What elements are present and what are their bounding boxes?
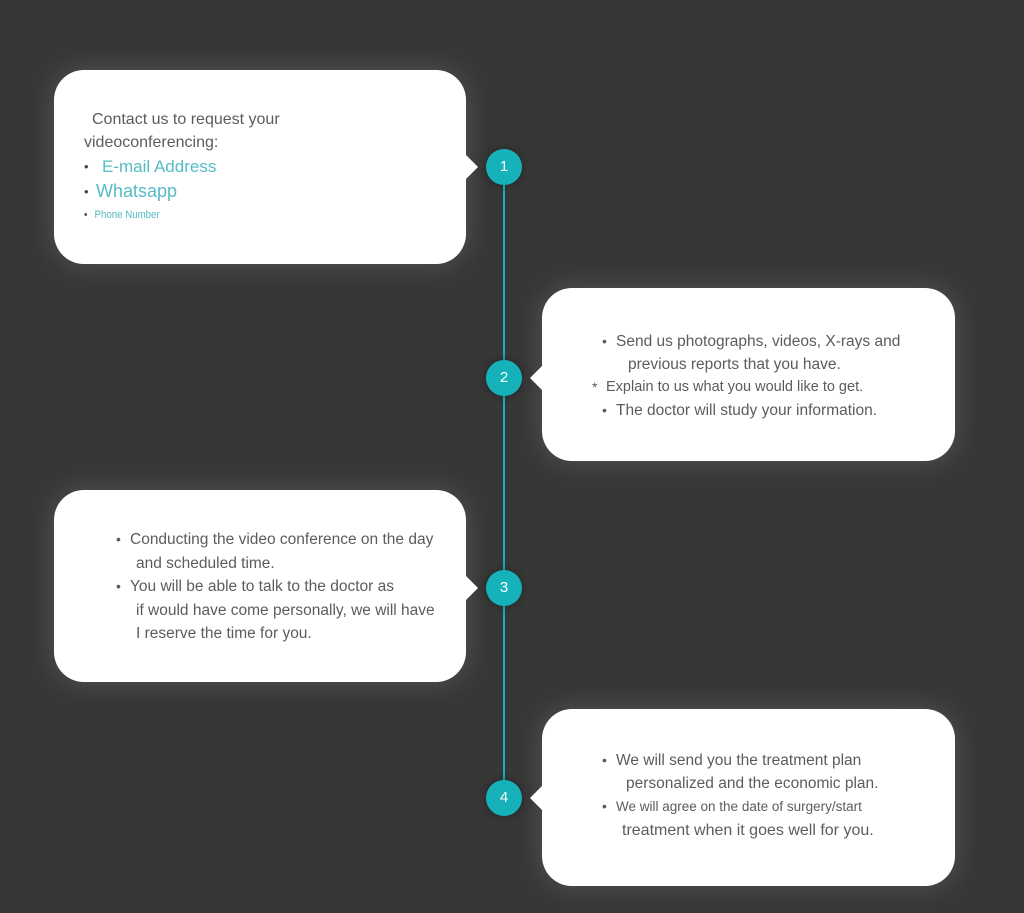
- list-item[interactable]: • Whatsapp: [84, 179, 466, 204]
- step-card-1[interactable]: Contact us to request your videoconferen…: [54, 70, 466, 264]
- step-1-lead: Contact us to request your videoconferen…: [84, 108, 466, 154]
- bullet-marker-icon: •: [116, 578, 121, 594]
- list-item-text: We will agree on the date of surgery/sta…: [616, 799, 862, 814]
- list-item[interactable]: • You will be able to talk to the doctor…: [116, 575, 466, 646]
- step-1-lead-line-2: videoconferencing:: [84, 134, 219, 151]
- list-item-text-continued: if would have come personally, we will h…: [136, 601, 435, 619]
- list-item-text: E-mail Address: [102, 157, 217, 176]
- step-node-2[interactable]: 2: [486, 360, 522, 396]
- list-item-text: Explain to us what you would like to get…: [606, 379, 864, 395]
- bullet-marker-icon: •: [602, 752, 607, 768]
- list-item-text: We will send you the treatment plan: [616, 752, 862, 769]
- step-2-pointer-icon: [530, 365, 543, 391]
- bullet-marker-icon: •: [602, 333, 607, 349]
- bullet-marker-icon: •: [84, 184, 89, 199]
- list-item[interactable]: • The doctor will study your information…: [602, 399, 955, 422]
- bullet-marker-icon: •: [602, 402, 607, 418]
- list-item-text-continued-2: I reserve the time for you.: [136, 625, 312, 642]
- bullet-marker-icon: •: [602, 798, 607, 814]
- list-item[interactable]: • Phone Number: [84, 204, 420, 226]
- bullet-marker-icon: •: [84, 159, 89, 174]
- list-item[interactable]: • We will send you the treatment plan pe…: [602, 749, 955, 795]
- step-1-pointer-icon: [465, 154, 478, 180]
- list-item-text-continued: treatment when it goes well for you.: [622, 822, 874, 839]
- list-item[interactable]: • We will agree on the date of surgery/s…: [602, 795, 955, 843]
- list-item-text: Send us photographs, videos, X-rays and: [616, 333, 901, 350]
- step-4-content: • We will send you the treatment plan pe…: [602, 749, 955, 843]
- list-item[interactable]: • Conducting the video conference on the…: [116, 528, 466, 575]
- list-item-text: Conducting the video conference on the d…: [130, 531, 434, 548]
- timeline-spine: [503, 182, 505, 798]
- bullet-marker-icon: •: [116, 531, 121, 547]
- step-3-content: • Conducting the video conference on the…: [116, 528, 466, 646]
- list-item-text-continued: previous reports that you have.: [628, 356, 841, 373]
- list-item-text-continued: and scheduled time.: [136, 554, 275, 572]
- bullet-marker-icon: •: [84, 209, 88, 221]
- step-4-bullet-list: • We will send you the treatment plan pe…: [602, 749, 955, 843]
- step-node-1[interactable]: 1: [486, 149, 522, 185]
- list-item[interactable]: * Explain to us what you would like to g…: [592, 376, 955, 399]
- list-item[interactable]: • Send us photographs, videos, X-rays an…: [602, 330, 955, 376]
- step-1-lead-line-1: Contact us to request your: [92, 111, 280, 128]
- step-3-pointer-icon: [465, 575, 478, 601]
- step-node-3[interactable]: 3: [486, 570, 522, 606]
- list-item-text: You will be able to talk to the doctor a…: [130, 578, 394, 595]
- step-1-bullet-list: • E-mail Address • Whatsapp • Phone Numb…: [84, 154, 466, 226]
- step-4-pointer-icon: [530, 785, 543, 811]
- step-1-content: Contact us to request your videoconferen…: [84, 108, 466, 226]
- step-card-2[interactable]: • Send us photographs, videos, X-rays an…: [542, 288, 955, 461]
- list-item[interactable]: • E-mail Address: [84, 154, 466, 179]
- list-item-text: Whatsapp: [96, 181, 178, 201]
- step-card-4[interactable]: • We will send you the treatment plan pe…: [542, 709, 955, 886]
- step-3-bullet-list: • Conducting the video conference on the…: [116, 528, 466, 646]
- step-2-bullet-list: • Send us photographs, videos, X-rays an…: [592, 330, 955, 422]
- list-item-text: The doctor will study your information.: [616, 402, 878, 419]
- step-node-4[interactable]: 4: [486, 780, 522, 816]
- step-card-3[interactable]: • Conducting the video conference on the…: [54, 490, 466, 682]
- list-item-text-continued: personalized and the economic plan.: [626, 775, 879, 792]
- list-item-text: Phone Number: [94, 209, 160, 221]
- asterisk-marker-icon: *: [592, 379, 598, 395]
- step-2-content: • Send us photographs, videos, X-rays an…: [592, 330, 955, 422]
